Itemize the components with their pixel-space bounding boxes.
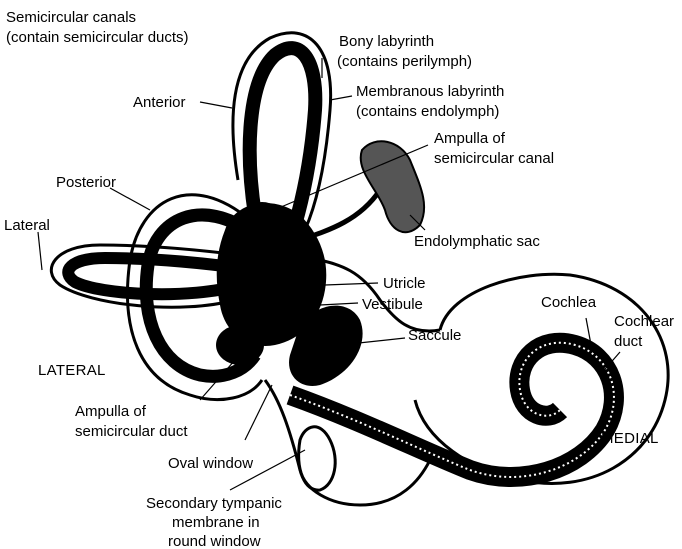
label-cochlea: Cochlea (541, 294, 597, 311)
label-ampulla-duct-2: semicircular duct (75, 423, 188, 440)
label-semicircular-canals-note: (contain semicircular ducts) (6, 29, 189, 46)
label-ampulla-duct: Ampulla of (75, 403, 147, 420)
label-lateral: Lateral (4, 217, 50, 234)
label-oval-window: Oval window (168, 455, 253, 472)
label-ampulla-canal: Ampulla of (434, 130, 506, 147)
label-secondary-tympanic-3: round window (168, 533, 261, 549)
label-endolymphatic-sac: Endolymphatic sac (414, 233, 540, 250)
label-bony-labyrinth-note: (contains perilymph) (337, 53, 472, 70)
label-cochlear-duct: Cochlear (614, 313, 674, 330)
label-vestibule: Vestibule (362, 296, 423, 313)
label-membranous-labyrinth-note: (contains endolymph) (356, 103, 499, 120)
label-posterior: Posterior (56, 174, 116, 191)
label-cochlear-duct-2: duct (614, 333, 643, 350)
label-utricle: Utricle (383, 275, 426, 292)
label-secondary-tympanic-2: membrane in (172, 514, 260, 531)
label-lateral-side: LATERAL (38, 362, 106, 379)
label-medial-side: MEDIAL (601, 430, 659, 447)
label-membranous-labyrinth: Membranous labyrinth (356, 83, 504, 100)
label-secondary-tympanic: Secondary tympanic (146, 495, 282, 512)
label-saccule: Saccule (408, 327, 461, 344)
label-anterior: Anterior (133, 94, 186, 111)
label-bony-labyrinth: Bony labyrinth (339, 33, 434, 50)
label-ampulla-canal-2: semicircular canal (434, 150, 554, 167)
label-semicircular-canals: Semicircular canals (6, 9, 136, 26)
